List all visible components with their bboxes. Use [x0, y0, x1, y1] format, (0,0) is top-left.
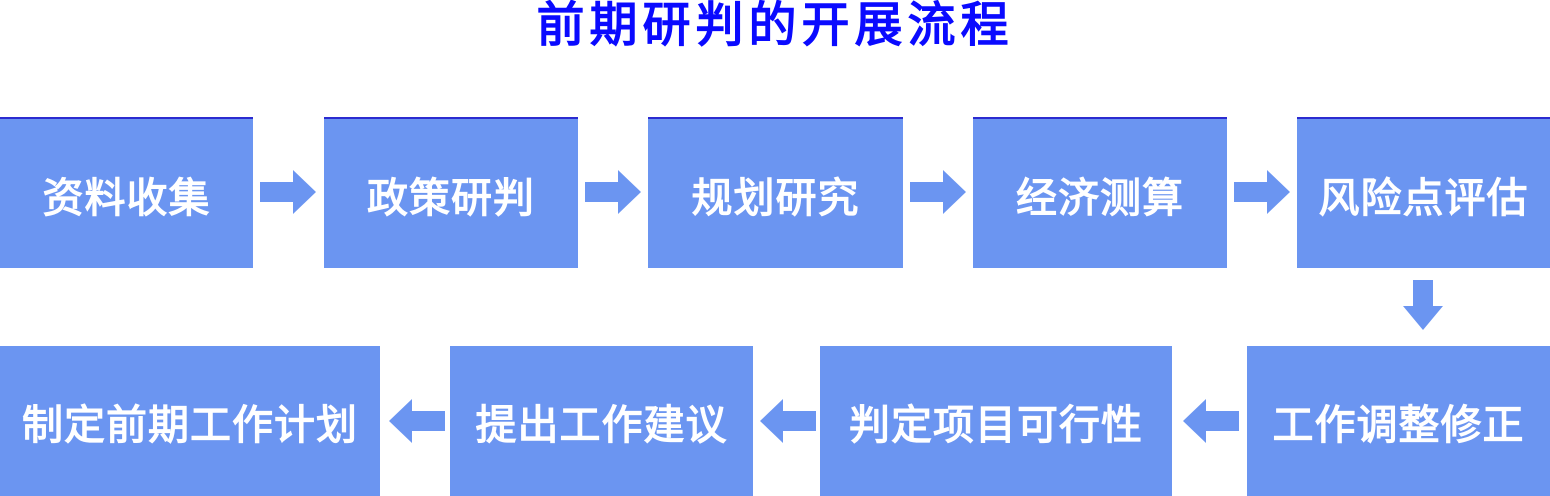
flow-node-label: 判定项目可行性	[849, 402, 1143, 448]
flow-node-economic-calculation: 经济测算	[973, 117, 1227, 268]
flow-node-data-collection: 资料收集	[0, 117, 253, 268]
arrow-right-icon	[585, 170, 641, 214]
arrow-left-icon	[1183, 399, 1239, 443]
flow-node-label: 规划研究	[691, 174, 860, 221]
flow-node-label: 风险点评估	[1318, 174, 1529, 221]
flow-node-planning-research: 规划研究	[648, 117, 903, 268]
flow-node-label: 提出工作建议	[475, 402, 728, 448]
arrow-right-icon	[1234, 170, 1290, 214]
flow-node-make-preliminary-work-plan: 制定前期工作计划	[0, 346, 380, 496]
arrow-left-icon	[389, 399, 445, 443]
flow-node-label: 资料收集	[42, 174, 211, 221]
flow-node-work-adjustment-correction: 工作调整修正	[1247, 346, 1550, 496]
flow-node-risk-assessment: 风险点评估	[1297, 117, 1550, 268]
flow-node-label: 政策研判	[367, 174, 535, 221]
flow-node-propose-work-suggestions: 提出工作建议	[450, 346, 753, 496]
arrow-right-icon	[910, 170, 966, 214]
arrow-left-icon	[760, 399, 816, 443]
arrow-right-icon	[260, 170, 316, 214]
flow-node-policy-analysis: 政策研判	[324, 117, 578, 268]
page-title: 前期研判的开展流程	[536, 0, 1014, 52]
arrow-down-icon	[1403, 280, 1443, 330]
flow-node-determine-project-feasibility: 判定项目可行性	[820, 346, 1172, 496]
flow-node-label: 工作调整修正	[1272, 402, 1525, 448]
flow-node-label: 制定前期工作计划	[22, 402, 358, 448]
flow-node-label: 经济测算	[1016, 174, 1184, 221]
